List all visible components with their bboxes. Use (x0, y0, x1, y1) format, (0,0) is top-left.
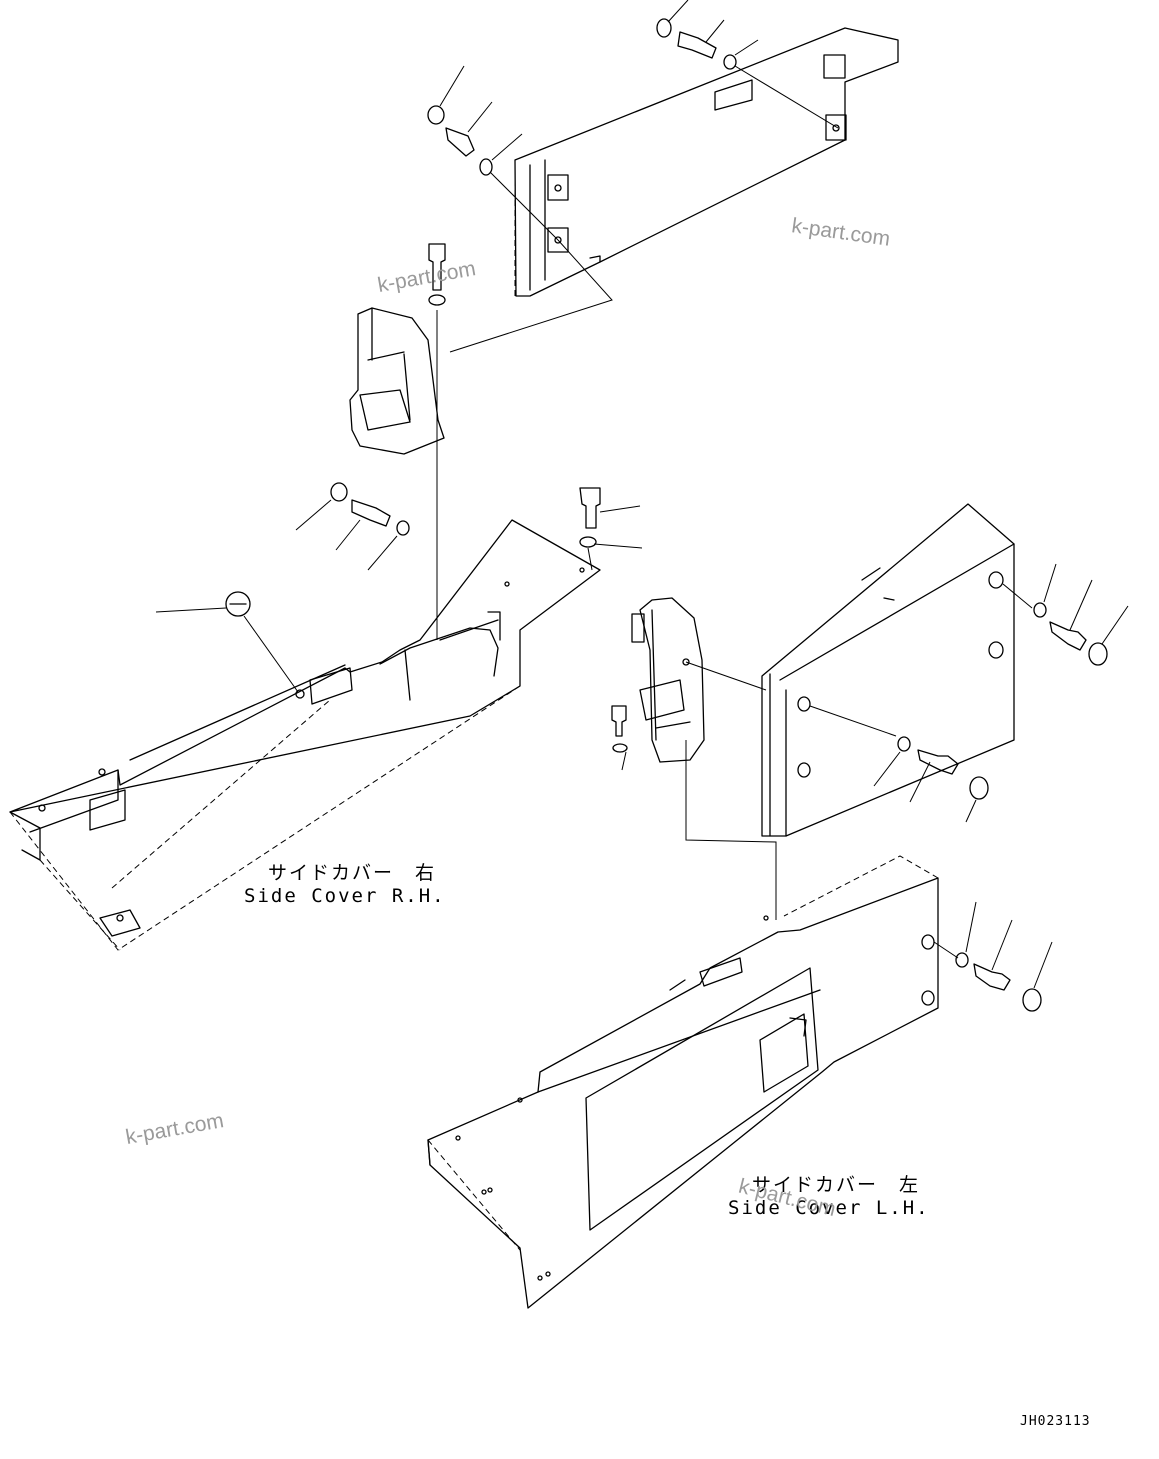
middle-right-panel (761, 503, 1033, 837)
middle-bracket (611, 597, 777, 920)
rh-knob-hardware (155, 591, 299, 693)
top-hardware-set-1 (656, 0, 839, 129)
middle-lower-hardware (873, 736, 989, 823)
lh-hardware (955, 901, 1053, 1012)
side-cover-rh-label-jp: サイドカバー 右 (268, 862, 437, 884)
top-hardware-set-2 (427, 65, 613, 353)
rh-upper-hardware (295, 482, 410, 571)
side-cover-lh-label-jp: サイドカバー 左 (752, 1174, 921, 1196)
middle-right-hardware (1033, 563, 1129, 666)
drawing-code: JH023113 (1020, 1414, 1091, 1429)
side-cover-lh (427, 855, 959, 1309)
upper-bracket (349, 243, 446, 640)
top-side-cover-panel (514, 27, 899, 297)
side-cover-lh-label-en: Side Cover L.H. (728, 1197, 930, 1219)
rh-right-hardware (579, 487, 643, 571)
side-cover-rh-label-en: Side Cover R.H. (244, 885, 446, 907)
side-cover-rh (9, 519, 601, 951)
